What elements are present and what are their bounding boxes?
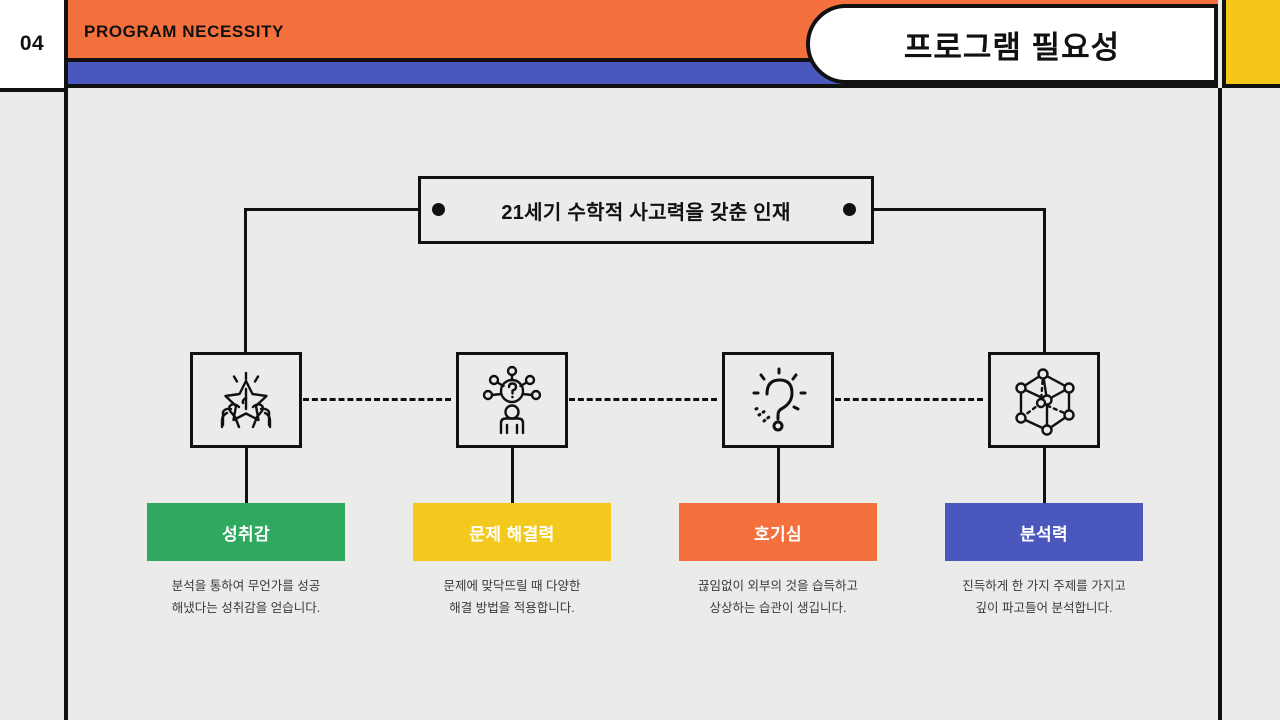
description-line: 문제에 맞닥뜨릴 때 다양한 [443, 579, 581, 593]
icon-box-analysis[interactable] [988, 352, 1100, 448]
connector-right-horizontal [871, 208, 1046, 211]
category-chip-curiosity[interactable]: 호기심 [679, 503, 877, 561]
dashed-link-1-2 [303, 398, 451, 401]
category-description-curiosity: 끊임없이 외부의 것을 습득하고 상상하는 습관이 생깁니다. [672, 576, 884, 620]
icon-box-problem-solving[interactable] [456, 352, 568, 448]
dashed-link-2-3 [569, 398, 717, 401]
person-question-network-icon [475, 363, 549, 437]
category-label: 분석력 [1019, 524, 1069, 544]
section-number-box: 04 [0, 0, 68, 92]
category-label: 성취감 [221, 524, 271, 544]
glowing-question-mark-icon [741, 363, 815, 437]
description-line: 분석을 통하여 무언가를 성공 [171, 579, 321, 593]
icon-box-achievement[interactable] [190, 352, 302, 448]
stem-column-1 [245, 448, 248, 503]
section-number: 04 [19, 32, 45, 55]
stem-column-4 [1043, 448, 1046, 503]
left-frame-rule [64, 88, 68, 720]
slide-title-pill: 프로그램 필요성 [806, 4, 1218, 84]
description-line: 끊임없이 외부의 것을 습득하고 [698, 579, 858, 593]
connector-left-horizontal [246, 208, 421, 211]
concept-dot-left-icon [432, 203, 445, 216]
cube-network-icon [1007, 363, 1081, 437]
category-chip-achievement[interactable]: 성취감 [147, 503, 345, 561]
description-line: 상상하는 습관이 생깁니다. [709, 600, 847, 615]
description-line: 깊이 파고들어 분석합니다. [975, 600, 1113, 615]
stem-column-3 [777, 448, 780, 503]
category-description-problem-solving: 문제에 맞닥뜨릴 때 다양한 해결 방법을 적용합니다. [406, 576, 618, 620]
description-line: 진득하게 한 가지 주제를 가지고 [962, 579, 1126, 593]
stem-column-2 [511, 448, 514, 503]
category-description-achievement: 분석을 통하여 무언가를 성공 해냈다는 성취감을 얻습니다. [140, 576, 352, 620]
dashed-link-3-4 [835, 398, 983, 401]
connector-right-vertical [1043, 208, 1046, 354]
concept-box: 21세기 수학적 사고력을 갖춘 인재 [418, 176, 874, 244]
category-description-analysis: 진득하게 한 가지 주제를 가지고 깊이 파고들어 분석합니다. [938, 576, 1150, 620]
category-label: 호기심 [753, 524, 803, 544]
concept-dot-right-icon [843, 203, 856, 216]
connector-left-vertical [244, 208, 247, 354]
right-frame-rule [1218, 88, 1222, 720]
category-chip-problem-solving[interactable]: 문제 해결력 [413, 503, 611, 561]
description-line: 해결 방법을 적용합니다. [449, 600, 575, 615]
section-eyebrow: PROGRAM NECESSITY [84, 22, 285, 41]
yellow-accent-block [1222, 0, 1280, 88]
page-title: 프로그램 필요성 [903, 29, 1121, 65]
hands-holding-star-icon [209, 363, 283, 437]
category-chip-analysis[interactable]: 분석력 [945, 503, 1143, 561]
slide-header: PROGRAM NECESSITY 프로그램 필요성 04 [0, 0, 1280, 92]
concept-text: 21세기 수학적 사고력을 갖춘 인재 [501, 201, 791, 224]
description-line: 해냈다는 성취감을 얻습니다. [171, 600, 321, 615]
icon-box-curiosity[interactable] [722, 352, 834, 448]
category-label: 문제 해결력 [469, 524, 555, 544]
